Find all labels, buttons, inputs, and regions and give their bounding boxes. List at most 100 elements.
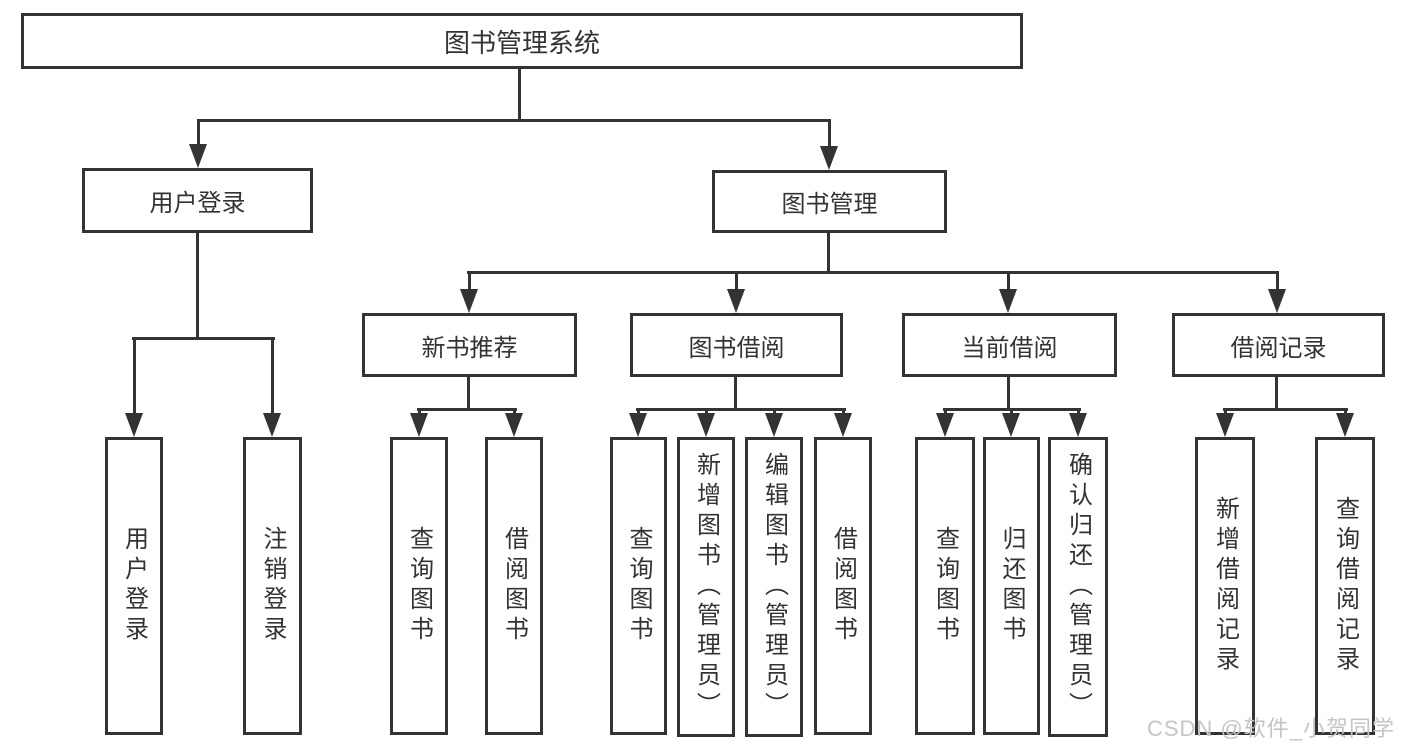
leaf-label: 查询图书 xyxy=(931,526,959,646)
arrow-shaft xyxy=(772,411,776,413)
arrow-to-leaf-query-books-1 xyxy=(410,411,428,437)
arrow-shaft xyxy=(827,122,831,146)
arrow-head-icon xyxy=(1069,413,1087,437)
leaf-query-books-1: 查询图书 xyxy=(390,437,448,735)
node-new-book-recommend: 新书推荐 xyxy=(362,313,577,377)
arrow-shaft xyxy=(467,274,471,289)
arrow-head-icon xyxy=(999,289,1017,313)
connector-root-rail xyxy=(197,119,831,122)
connector-book-management-stem xyxy=(827,232,830,271)
arrow-to-leaf-borrow-books-1 xyxy=(505,411,523,437)
arrow-shaft xyxy=(1076,411,1080,413)
leaf-add-books-admin: 新增图书（管理员） xyxy=(677,437,735,737)
arrow-head-icon xyxy=(1268,289,1286,313)
node-borrow-records-label: 借阅记录 xyxy=(1230,334,1327,362)
arrow-shaft xyxy=(1009,411,1013,413)
leaf-borrow-books-2: 借阅图书 xyxy=(814,437,872,735)
leaf-query-books-3: 查询图书 xyxy=(915,437,975,735)
arrow-shaft xyxy=(1223,411,1227,413)
leaf-label: 编辑图书（管理员） xyxy=(760,452,788,722)
arrow-to-leaf-confirm-return xyxy=(1069,411,1087,437)
arrow-to-leaf-query-borrow-record xyxy=(1336,411,1354,437)
leaf-return-books: 归还图书 xyxy=(983,437,1040,735)
leaf-label: 新增图书（管理员） xyxy=(692,452,720,722)
node-new-book-recommend-label: 新书推荐 xyxy=(421,334,518,362)
arrow-head-icon xyxy=(936,413,954,437)
arrow-head-icon xyxy=(765,413,783,437)
leaf-label: 查询借阅记录 xyxy=(1331,496,1359,676)
arrow-shaft xyxy=(132,340,136,413)
connector-current-borrow-stem xyxy=(1007,376,1010,408)
arrow-to-leaf-query-books-3 xyxy=(936,411,954,437)
leaf-label: 用户登录 xyxy=(120,526,148,646)
arrow-to-leaf-user-login xyxy=(125,340,143,437)
arrow-head-icon xyxy=(460,289,478,313)
arrow-to-current-borrow xyxy=(999,274,1017,313)
arrow-to-leaf-add-books xyxy=(697,411,715,437)
csdn-watermark: CSDN @软件_小贺同学 xyxy=(1146,716,1395,741)
leaf-label: 查询图书 xyxy=(625,526,652,646)
node-current-borrow-label: 当前借阅 xyxy=(961,334,1058,362)
arrow-head-icon xyxy=(834,413,852,437)
arrow-head-icon xyxy=(697,413,715,437)
arrow-shaft xyxy=(512,411,516,413)
arrow-shaft xyxy=(943,411,947,413)
arrow-shaft xyxy=(636,411,640,413)
arrow-to-user-login xyxy=(189,122,207,168)
arrow-head-icon xyxy=(820,146,838,170)
arrow-head-icon xyxy=(263,413,281,437)
leaf-label: 借阅图书 xyxy=(829,526,857,646)
arrow-shaft xyxy=(704,411,708,413)
arrow-shaft xyxy=(1006,274,1010,289)
connector-current-borrow-rail xyxy=(943,408,1081,411)
connector-borrow-records-rail xyxy=(1223,408,1348,411)
connector-book-borrow-rail xyxy=(636,408,846,411)
arrow-to-leaf-borrow-books-2 xyxy=(834,411,852,437)
connector-book-borrow-stem xyxy=(734,376,737,408)
leaf-label: 查询图书 xyxy=(405,526,433,646)
arrow-to-leaf-query-books-2 xyxy=(629,411,647,437)
arrow-head-icon xyxy=(727,289,745,313)
arrow-shaft xyxy=(196,122,200,144)
leaf-confirm-return-admin: 确认归还（管理员） xyxy=(1048,437,1108,737)
node-user-login-label: 用户登录 xyxy=(149,190,246,217)
node-book-borrow: 图书借阅 xyxy=(630,313,843,377)
arrow-shaft xyxy=(1343,411,1347,413)
leaf-label: 注销登录 xyxy=(259,526,286,646)
connector-borrow-records-stem xyxy=(1275,376,1278,408)
leaf-borrow-books-1: 借阅图书 xyxy=(485,437,543,735)
arrow-shaft xyxy=(270,340,274,413)
node-current-borrow: 当前借阅 xyxy=(902,313,1117,377)
arrow-to-leaf-return-books xyxy=(1002,411,1020,437)
arrow-head-icon xyxy=(629,413,647,437)
leaf-add-borrow-record: 新增借阅记录 xyxy=(1195,437,1255,735)
arrow-head-icon xyxy=(189,144,207,168)
leaf-label: 确认归还（管理员） xyxy=(1064,452,1092,722)
arrow-to-book-management xyxy=(820,122,838,170)
arrow-shaft xyxy=(417,411,421,413)
arrow-head-icon xyxy=(505,413,523,437)
arrow-head-icon xyxy=(1216,413,1234,437)
node-book-management: 图书管理 xyxy=(712,170,947,233)
leaf-label: 新增借阅记录 xyxy=(1211,496,1239,676)
arrow-head-icon xyxy=(125,413,143,437)
leaf-query-books-2: 查询图书 xyxy=(610,437,667,735)
arrow-to-book-borrow xyxy=(727,274,745,313)
arrow-shaft xyxy=(1275,274,1279,289)
arrow-to-borrow-records xyxy=(1268,274,1286,313)
connector-user-login-rail xyxy=(132,337,275,340)
node-root-label: 图书管理系统 xyxy=(443,27,600,58)
leaf-label: 归还图书 xyxy=(998,526,1025,646)
arrow-to-new-book-recommend xyxy=(460,274,478,313)
leaf-query-borrow-record: 查询借阅记录 xyxy=(1315,437,1375,735)
leaf-label: 借阅图书 xyxy=(500,526,528,646)
arrow-head-icon xyxy=(1336,413,1354,437)
connector-book-management-rail xyxy=(467,271,1279,274)
connector-root-stem xyxy=(518,68,521,119)
node-root-library-system: 图书管理系统 xyxy=(21,13,1023,69)
arrow-shaft xyxy=(841,411,845,413)
arrow-to-leaf-logout xyxy=(263,340,281,437)
arrow-head-icon xyxy=(1002,413,1020,437)
node-book-management-label: 图书管理 xyxy=(781,191,878,218)
